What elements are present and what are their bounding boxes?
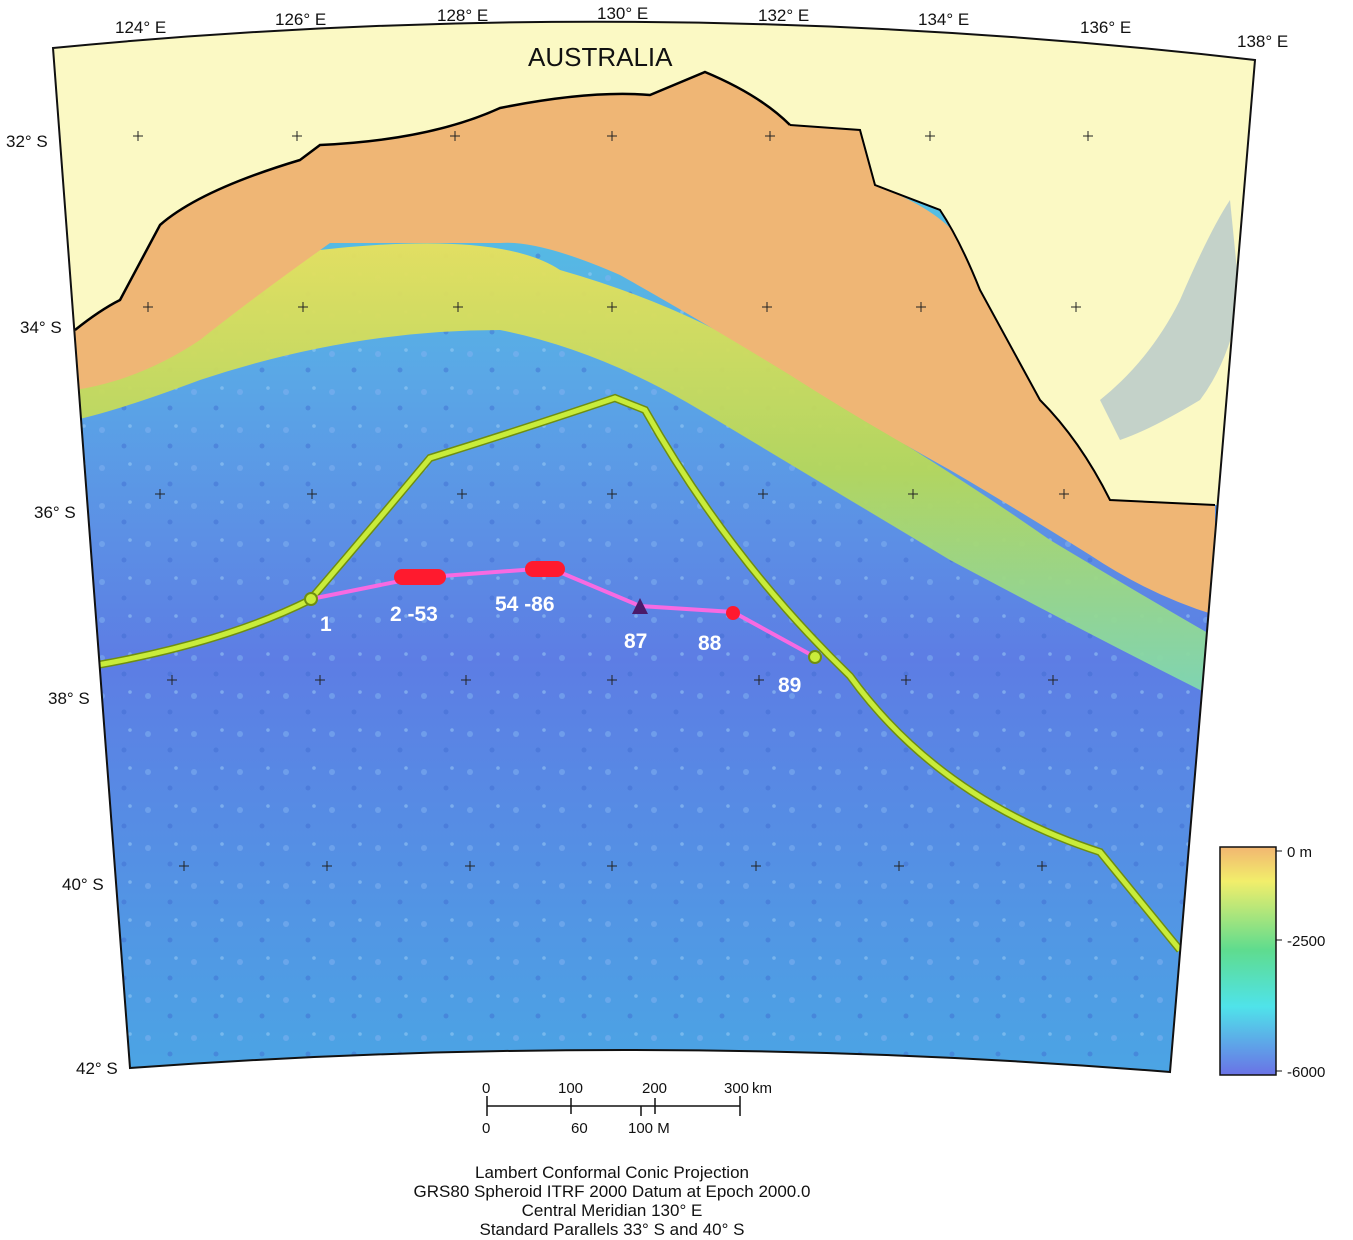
graticule-crosses (133, 131, 1093, 871)
legend-colorbar (1219, 846, 1277, 1076)
scale-mile-tick: 60 (571, 1120, 588, 1137)
scale-bar: 0 100 200 300 km 0 60 100 M (482, 1080, 772, 1137)
scale-km-tick: 300 (724, 1080, 749, 1097)
point-label-2-53: 2 -53 (390, 603, 438, 626)
map-area (53, 21, 1255, 1072)
marker-2-53 (394, 569, 446, 585)
point-label-87: 87 (624, 630, 647, 653)
point-label-88: 88 (698, 632, 722, 655)
lon-label: 138° E (1237, 32, 1288, 51)
lon-label: 126° E (275, 10, 326, 29)
projection-line: Lambert Conformal Conic Projection (475, 1163, 749, 1182)
scale-mile-tick: 100 M (628, 1120, 670, 1137)
marker-1 (304, 592, 318, 606)
legend-label-bottom: -6000 (1287, 1064, 1325, 1081)
projection-notes: Lambert Conformal Conic Projection GRS80… (414, 1163, 811, 1239)
region-label: AUSTRALIA (528, 42, 673, 72)
scale-km-unit: km (752, 1080, 772, 1097)
land-mass (53, 21, 1255, 520)
point-labels: 1 2 -53 54 -86 87 88 89 (320, 593, 801, 697)
scale-km-tick: 100 (558, 1080, 583, 1097)
gulf-water (1100, 200, 1240, 440)
lat-label: 38° S (48, 689, 90, 708)
depth-legend: 0 m -2500 -6000 (1219, 844, 1325, 1081)
marker-88 (726, 606, 740, 620)
lat-label: 40° S (62, 875, 104, 894)
legend-label-top: 0 m (1287, 844, 1312, 861)
scale-mile-tick: 0 (482, 1120, 490, 1137)
point-label-89: 89 (778, 674, 801, 697)
projection-line: Central Meridian 130° E (522, 1201, 703, 1220)
track-markers (304, 561, 822, 664)
search-boundary-inner (79, 395, 1182, 952)
lat-label: 42° S (76, 1059, 118, 1078)
scale-km-tick: 0 (482, 1080, 490, 1097)
lon-label: 130° E (597, 4, 648, 23)
point-label-54-86: 54 -86 (495, 593, 555, 616)
longitude-labels: 124° E 126° E 128° E 130° E 132° E 134° … (115, 4, 1288, 51)
marker-54-86 (525, 561, 565, 577)
lat-label: 32° S (6, 132, 48, 151)
lat-label: 36° S (34, 503, 76, 522)
legend-label-mid: -2500 (1287, 933, 1325, 950)
lat-label: 34° S (20, 318, 62, 337)
state-border (789, 124, 1216, 506)
lon-label: 128° E (437, 6, 488, 25)
lon-label: 124° E (115, 18, 166, 37)
marker-89 (808, 650, 822, 664)
continental-slope (75, 243, 1220, 701)
latitude-labels: 32° S 34° S 36° S 38° S 40° S 42° S (6, 132, 118, 1078)
lon-label: 134° E (918, 10, 969, 29)
projection-line: GRS80 Spheroid ITRF 2000 Datum at Epoch … (414, 1182, 811, 1201)
gulf-water-south (1135, 410, 1215, 477)
continental-shelf (75, 72, 1215, 615)
lon-label: 136° E (1080, 18, 1131, 37)
coastline (74, 70, 791, 331)
scale-km-tick: 200 (642, 1080, 667, 1097)
lon-label: 132° E (758, 6, 809, 25)
map-frame (51, 20, 1257, 1074)
point-label-1: 1 (320, 613, 332, 636)
projection-line: Standard Parallels 33° S and 40° S (480, 1220, 745, 1239)
marker-87 (632, 598, 648, 614)
